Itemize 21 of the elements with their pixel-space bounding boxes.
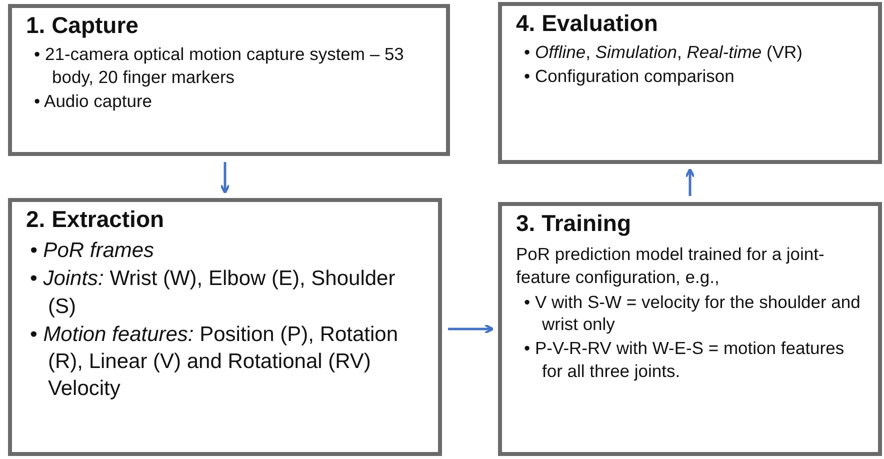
arrow [220, 162, 230, 194]
bullet-item: • Configuration comparison [524, 64, 736, 88]
bullet-item: • Offline, Simulation, Real-time (VR) [524, 41, 804, 64]
bullet-item: • Audio capture [34, 90, 154, 112]
process-box [8, 198, 442, 456]
bullet-item: • 21-camera optical motion capture system – 53 body, 20 finger markers [34, 43, 405, 88]
box-heading: 4. Evaluation [516, 10, 658, 37]
bullet-item: • PoR frames [30, 238, 156, 264]
bullet-item: • P-V-R-RV with W-E-S = motion features for all three joints. [524, 337, 846, 382]
description-text: PoR prediction model trained for a joint-feature configuration, e.g., [516, 243, 826, 288]
process-box [8, 4, 450, 156]
arrow [448, 324, 494, 334]
box-heading: 2. Extraction [26, 206, 164, 233]
arrow [684, 168, 696, 196]
process-box [498, 2, 882, 164]
bullet-item: • Motion features: Position (P), Rotation (R), Linear (V) and Rotational (RV) Velocity [30, 322, 400, 402]
bullet-item: • Joints: Wrist (W), Elbow (E), Shoulder (S) [30, 266, 396, 320]
box-heading: 3. Training [516, 210, 632, 237]
bullet-item: • V with S-W = velocity for the shoulder and wrist only [524, 290, 862, 336]
box-heading: 1. Capture [26, 12, 138, 39]
process-box [498, 202, 882, 456]
